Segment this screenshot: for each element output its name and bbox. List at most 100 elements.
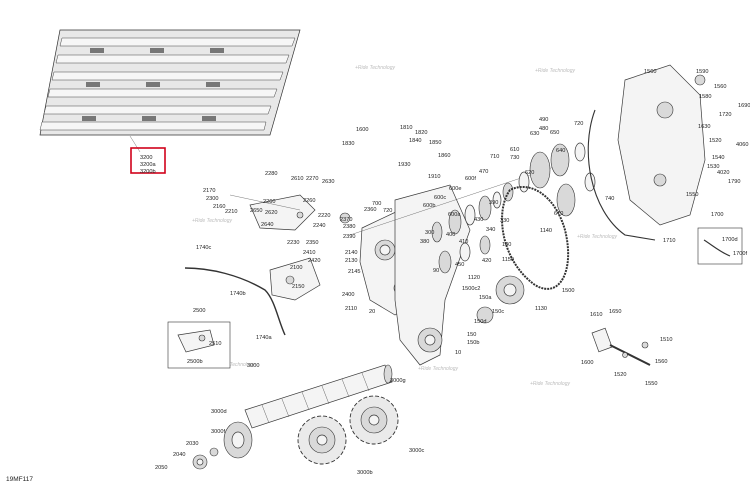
callout-label: 1700f <box>733 251 747 257</box>
callout-label: 1610 <box>590 312 602 318</box>
callout-label: 410 <box>459 239 468 245</box>
callout-label: 2390 <box>343 234 355 240</box>
callout-label: 390 <box>489 200 498 206</box>
watermark: +Ride Technology <box>192 218 232 224</box>
callout-label: 2370 <box>340 217 352 223</box>
callout-label: 2220 <box>318 213 330 219</box>
callout-label: 1910 <box>428 174 440 180</box>
callout-label: 1130 <box>535 306 547 312</box>
callout-label: 1530 <box>707 164 719 170</box>
watermark: +Ride Technology <box>535 68 575 74</box>
callout-label: 600b <box>423 203 435 209</box>
callout-label: 20 <box>369 309 375 315</box>
callout-label: 2280 <box>265 171 277 177</box>
callout-label: 450 <box>455 262 464 268</box>
callout-label: 1810 <box>400 125 412 131</box>
callout-label: 730 <box>510 155 519 161</box>
callout-label: 2420 <box>308 258 320 264</box>
callout-label: 430 <box>474 217 483 223</box>
callout-label: 3200b <box>140 169 156 175</box>
callout-label: 3000f <box>211 429 225 435</box>
callout-label: 1740c <box>196 245 211 251</box>
watermark: +Ride Technology <box>577 234 617 240</box>
callout-label: 1550 <box>686 192 698 198</box>
callout-label: 1740a <box>256 335 272 341</box>
callout-label: 1500 <box>562 288 574 294</box>
callout-label: 3000c <box>409 448 424 454</box>
tensioner-assembly <box>591 327 651 366</box>
callout-label: 1600 <box>581 360 593 366</box>
callout-label: 2050 <box>155 465 167 471</box>
callout-label: 600e <box>449 186 461 192</box>
callout-label: 630 <box>530 131 539 137</box>
callout-label: 710 <box>490 154 499 160</box>
callout-label: 150a <box>479 295 492 301</box>
callout-label: 150c <box>492 309 504 315</box>
callout-label: 720 <box>574 121 583 127</box>
callout-label: 2110 <box>345 306 357 312</box>
callout-label: 600a <box>448 212 461 218</box>
callout-label: 2270 <box>306 176 318 182</box>
callout-label: 2260 <box>303 198 315 204</box>
callout-label: 150d <box>474 319 486 325</box>
callout-label: 2650 <box>250 208 262 214</box>
callout-label: 1510 <box>660 337 672 343</box>
callout-label: 620 <box>525 170 534 176</box>
callout-label: 3200a <box>140 162 156 168</box>
callout-label: 2160 <box>213 204 225 210</box>
callout-label: 1600 <box>356 127 368 133</box>
callout-label: 3200 <box>140 155 152 161</box>
callout-label: 2610 <box>291 176 303 182</box>
callout-label: 2510 <box>209 341 221 347</box>
callout-label: 670 <box>554 211 563 217</box>
callout-label: 650 <box>550 130 559 136</box>
figure-id: 19MF117 <box>6 476 33 483</box>
callout-label: 330 <box>500 218 509 224</box>
callout-label: 3000b <box>357 470 373 476</box>
callout-label: 90 <box>433 268 439 274</box>
callout-label: 2210 <box>225 209 237 215</box>
callout-label: 420 <box>482 258 491 264</box>
callout-label: 1630 <box>698 124 710 130</box>
callout-label: 1500c2 <box>462 286 480 292</box>
callout-label: 1790 <box>728 179 740 185</box>
callout-label: 2230 <box>287 240 299 246</box>
callout-label: 470 <box>479 169 488 175</box>
callout-label: 2500 <box>193 308 205 314</box>
chaincase-cover <box>587 64 706 241</box>
callout-label: 2620 <box>265 210 277 216</box>
callout-label: 1820 <box>415 130 427 136</box>
callout-label: 1700 <box>711 212 723 218</box>
callout-label: 1700d <box>722 237 738 243</box>
inset-2500 <box>167 321 231 369</box>
callout-label: 640 <box>556 148 565 154</box>
caliper-bracket <box>269 257 321 301</box>
callout-label: 1560 <box>714 84 726 90</box>
callout-label: 1560 <box>655 359 667 365</box>
callout-label: 1550 <box>645 381 657 387</box>
linkage-assembly <box>229 194 351 231</box>
callout-label: 2350 <box>306 240 318 246</box>
callout-label: 2400 <box>342 292 354 298</box>
callout-label: 1650 <box>609 309 621 315</box>
callout-label: 2100 <box>290 265 302 271</box>
callout-label: 2170 <box>203 188 215 194</box>
callout-label: 400 <box>446 232 455 238</box>
callout-label: 2300 <box>206 196 218 202</box>
callout-label: 300 <box>425 230 434 236</box>
callout-label: 1520 <box>709 138 721 144</box>
callout-label: 10 <box>455 350 461 356</box>
sprockets-3000 <box>297 395 399 465</box>
callout-label: 1850 <box>429 140 441 146</box>
brake-hose <box>184 267 286 336</box>
callout-label: 1830 <box>342 141 354 147</box>
callout-label: 1930 <box>398 162 410 168</box>
watermark: +Ride Technology <box>418 366 458 372</box>
callout-label: 700 <box>372 201 381 207</box>
callout-label: 2410 <box>303 250 315 256</box>
drive-chain <box>476 185 570 324</box>
callout-label: 2150 <box>292 284 304 290</box>
callout-label: 3000g <box>390 378 406 384</box>
